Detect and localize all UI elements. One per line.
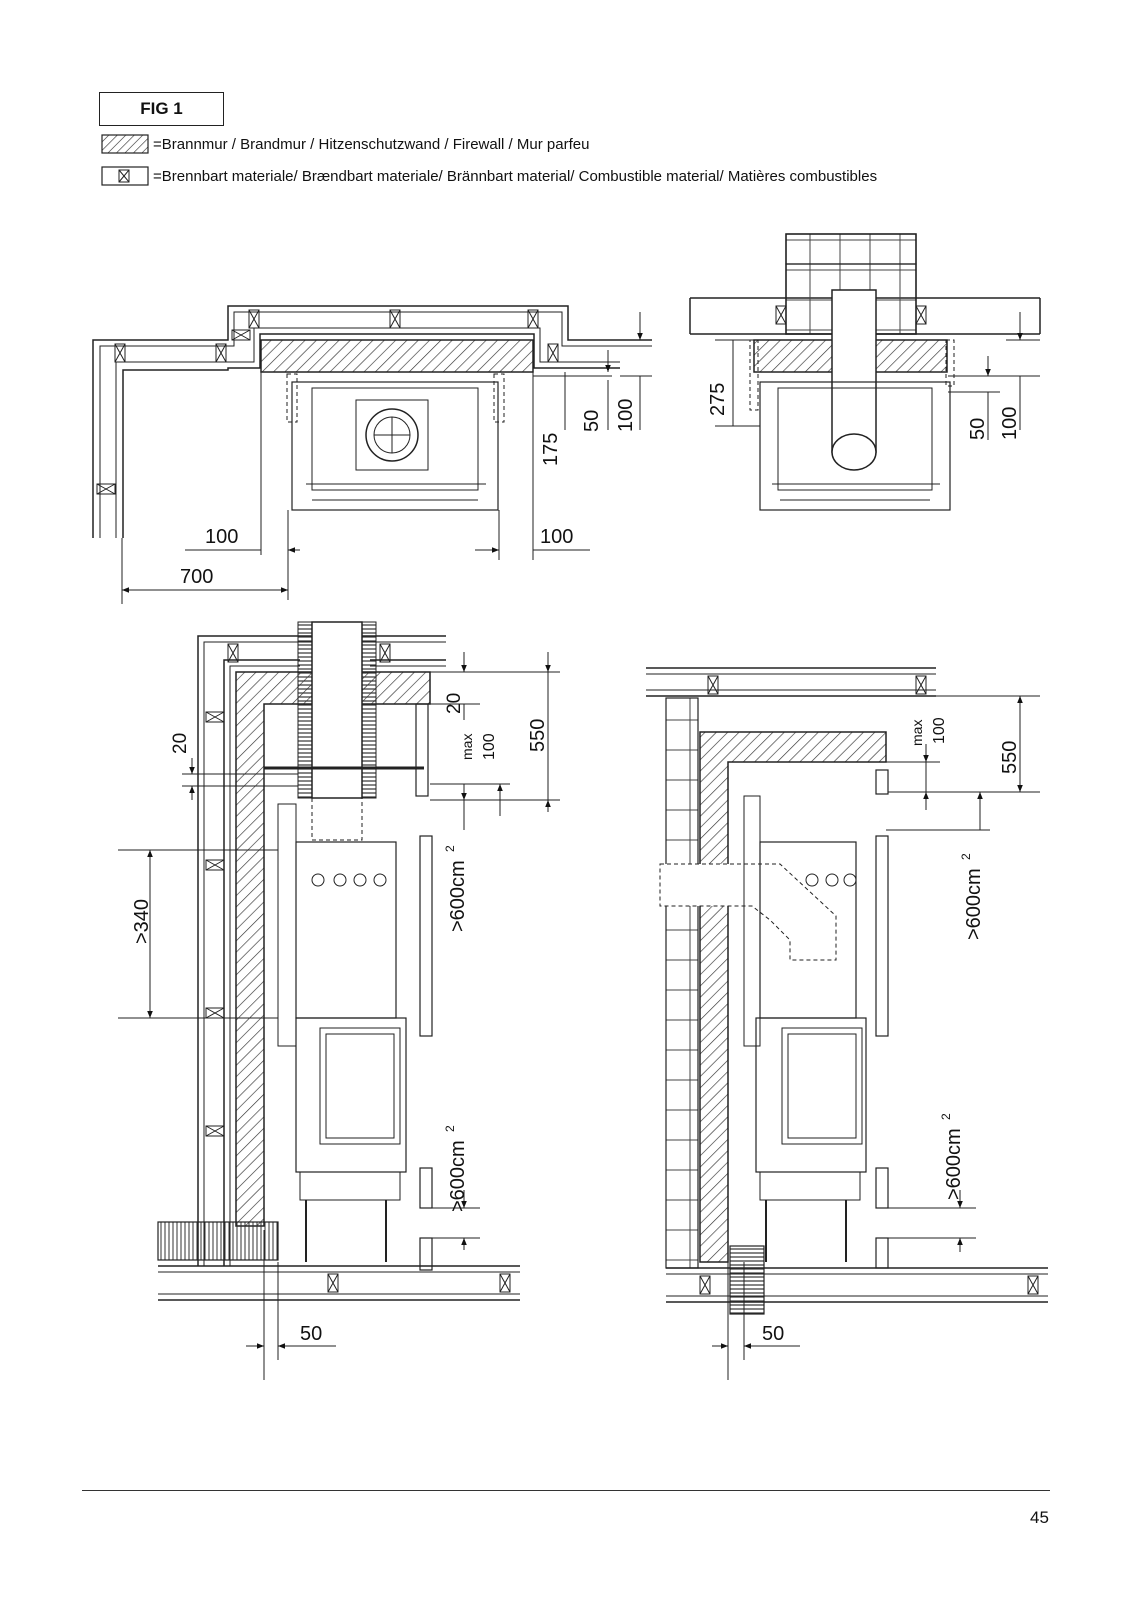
svg-text:>600cm: >600cm [963,868,985,940]
vent-area-bottom-right: >600cm 2 [939,1113,965,1200]
vent-area-top-right: >600cm 2 [959,853,985,940]
vent-area-top: >600cm 2 [443,845,469,932]
legend-firewall: =Brannmur / Brandmur / Hitzenschutzwand … [101,134,589,154]
dim-550: 550 [527,719,549,752]
page-number: 45 [1030,1508,1049,1527]
footer-rule [82,1490,1050,1491]
svg-text:>600cm: >600cm [943,1128,965,1200]
dim-100-left: 100 [205,526,238,548]
combustible-swatch [101,166,149,186]
dim-100-vertical: 100 [615,399,637,432]
dim-max-label-right: max [909,720,925,746]
firewall-hatch-swatch [101,134,149,154]
figure-label: FIG 1 [99,92,224,126]
dim-max-label: max [459,734,475,760]
bottom-right-section-view: max 100 550 >600cm 2 >600cm 2 50 [646,667,1048,1380]
dim-max-100: 100 [481,733,498,760]
dim-100-right-vertical: 100 [999,407,1021,440]
svg-text:2: 2 [443,845,457,852]
svg-text:2: 2 [939,1113,953,1120]
legend-combustible: =Brennbart materiale/ Brændbart material… [101,166,877,186]
bottom-left-section-view: 20 20 max 100 550 >340 >600cm 2 >600cm 2… [118,621,560,1380]
dim-50-right: 50 [967,418,989,440]
top-left-plan-view: 100 100 700 50 100 175 [92,305,652,604]
svg-text:>600cm: >600cm [447,860,469,932]
dim-275: 275 [707,383,729,416]
svg-text:>600cm: >600cm [447,1140,469,1212]
dim-340: >340 [131,899,153,944]
svg-text:2: 2 [959,853,973,860]
dim-50: 50 [581,410,603,432]
dim-700: 700 [180,566,213,588]
legend-combustible-text: =Brennbart materiale/ Brændbart material… [153,167,878,185]
dim-20-left: 20 [170,733,191,754]
dim-50-bottom-right: 50 [762,1323,784,1345]
vent-area-bottom: >600cm 2 [443,1125,469,1212]
legend-firewall-text: =Brannmur / Brandmur / Hitzenschutzwand … [153,135,590,153]
dim-50-bottom-left: 50 [300,1323,322,1345]
top-right-plan-view: 275 50 100 [689,233,1041,511]
dim-100-right: 100 [540,526,573,548]
svg-text:2: 2 [443,1125,457,1132]
dim-max-100-right: 100 [931,717,948,744]
dim-175: 175 [540,433,562,466]
dim-20-top: 20 [444,693,465,714]
dim-550-right: 550 [999,741,1021,774]
